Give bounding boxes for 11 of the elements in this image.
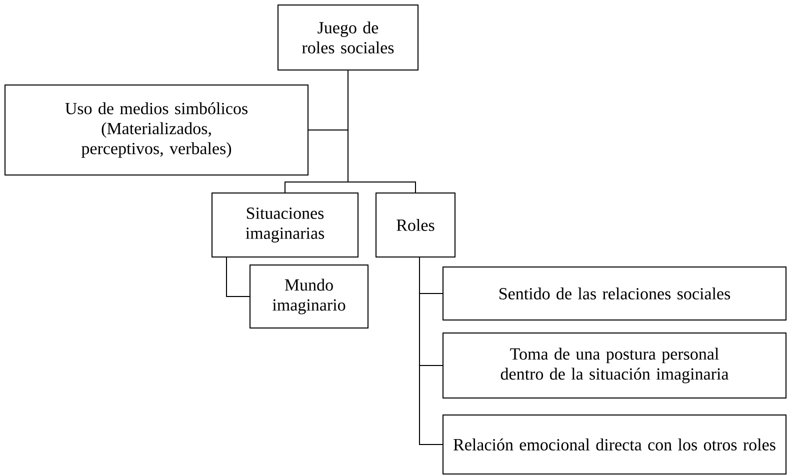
text-box: Situaciones imaginarias bbox=[212, 192, 358, 258]
text-box: Roles bbox=[376, 192, 456, 258]
connector-line bbox=[226, 257, 250, 297]
text-box: Juego de roles sociales bbox=[278, 4, 418, 70]
text-box: Toma de una postura personal dentro de la situación imaginaria bbox=[442, 332, 786, 398]
connector-line bbox=[348, 70, 416, 193]
text-box: Sentido de las relaciones sociales bbox=[442, 266, 786, 320]
text-box: Uso de medios simbólicos (Materializados, perceptivos, verbales) bbox=[4, 84, 308, 176]
connector-line bbox=[419, 257, 443, 445]
text-box: Mundo imaginario bbox=[250, 264, 368, 328]
text-box: Relación emocional directa con los otros roles bbox=[442, 414, 786, 474]
